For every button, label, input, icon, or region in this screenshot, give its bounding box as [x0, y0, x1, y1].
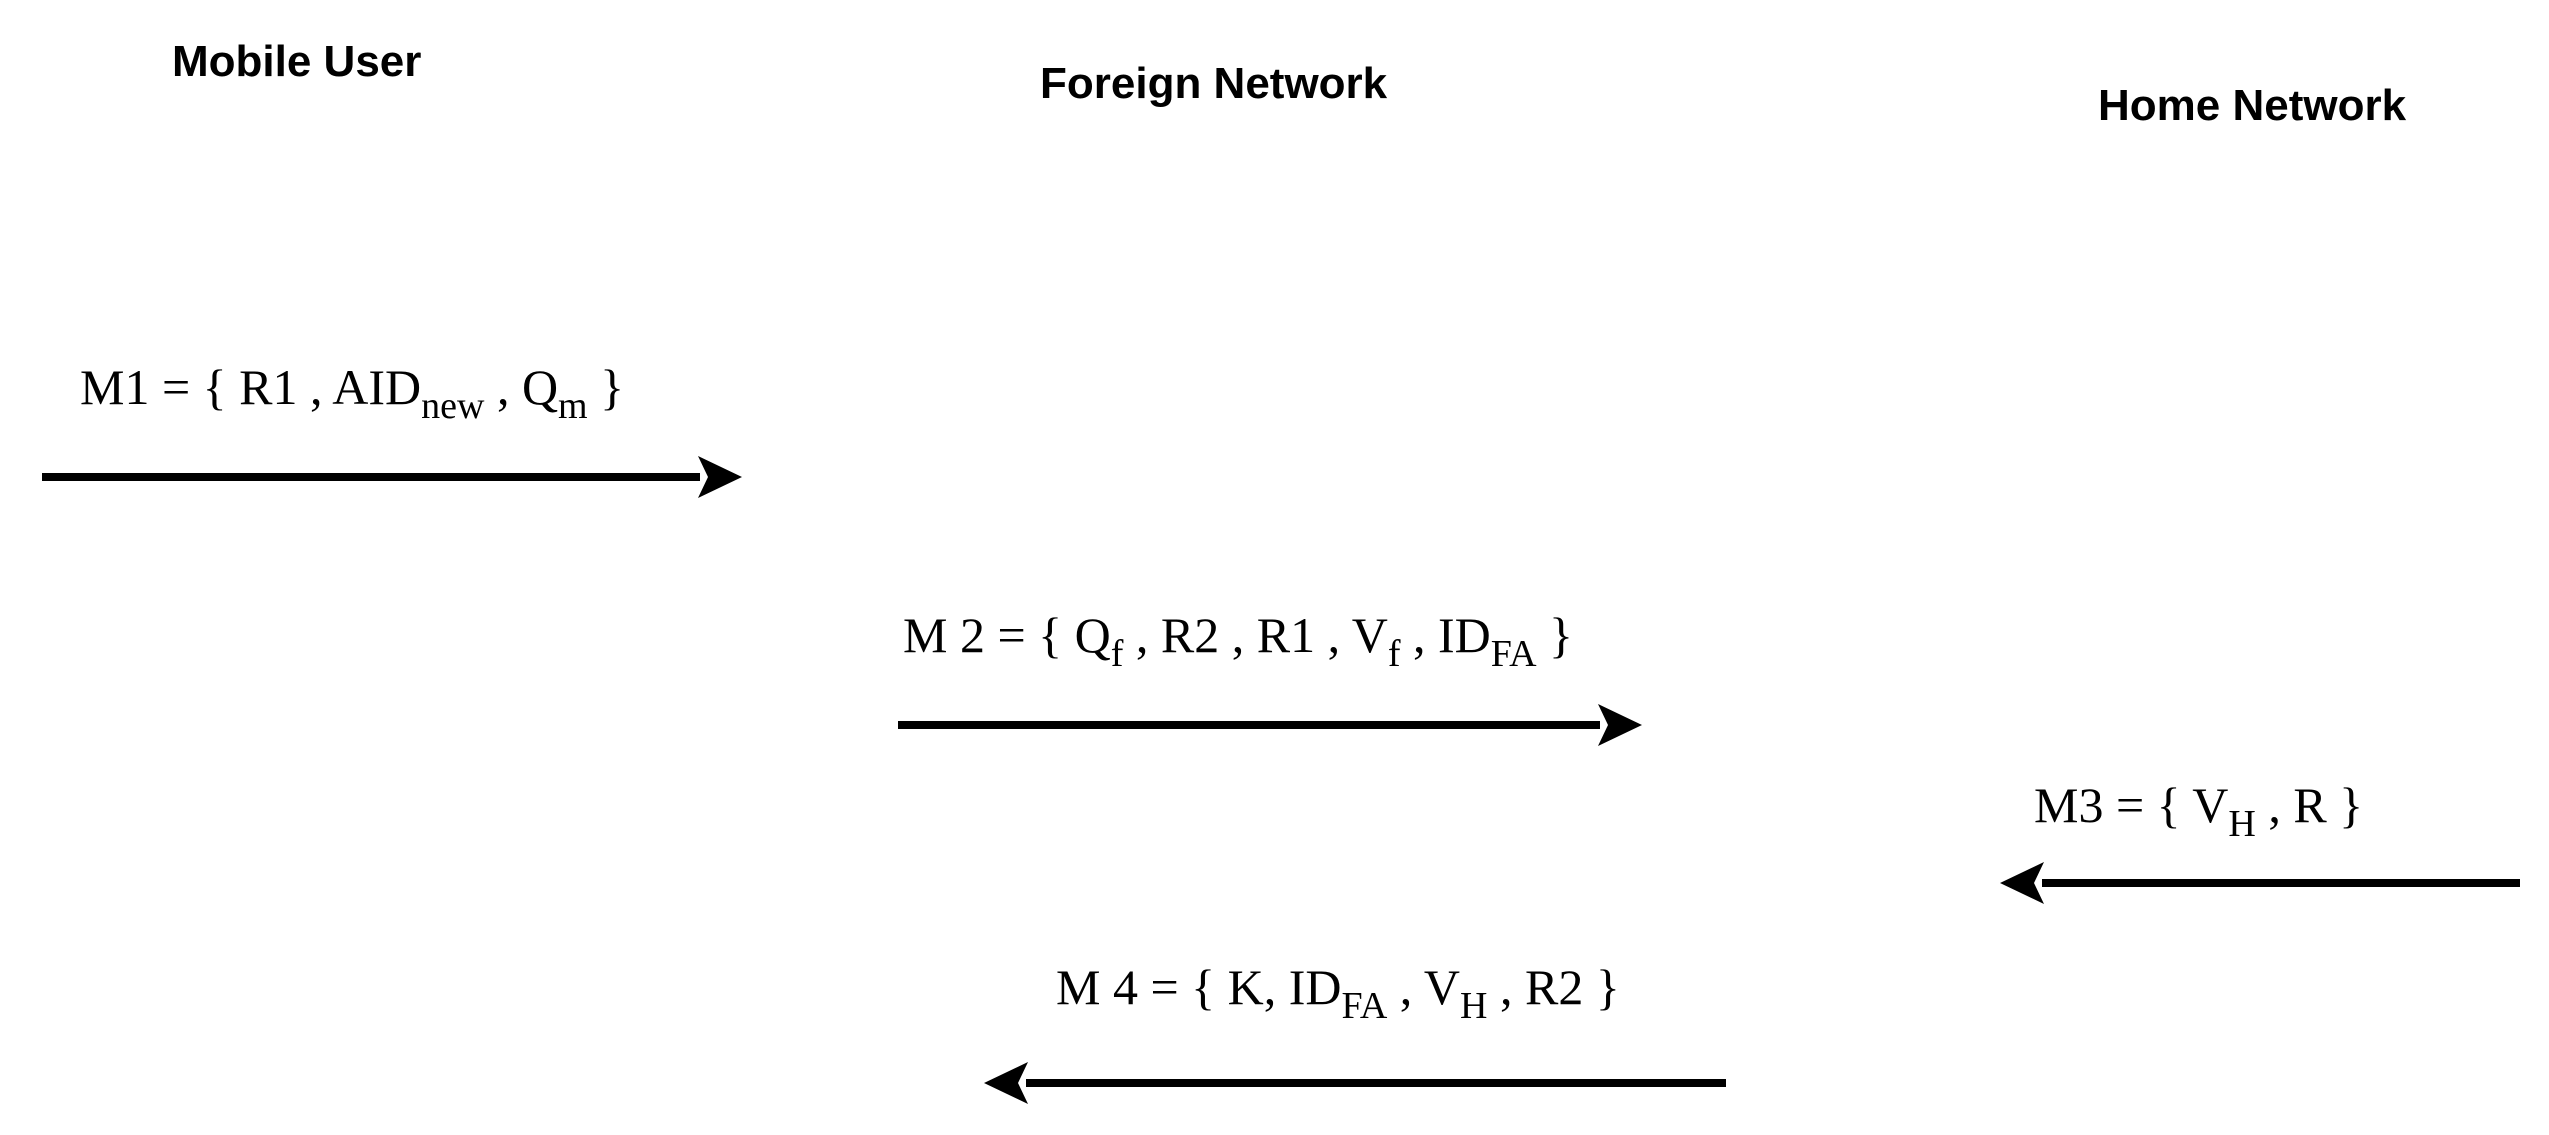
m1-sub-new: new [421, 385, 485, 427]
m2-text-mid1: , R2 , R1 , V [1123, 607, 1388, 663]
arrow-m2 [898, 704, 1642, 746]
arrow-m1 [42, 456, 742, 498]
m4-text-mid: , V [1387, 959, 1461, 1015]
m3-sub-h: H [2228, 803, 2256, 845]
m1-text-prefix: M1 = { R1 , AID [80, 359, 422, 415]
m2-text-suffix: } [1536, 607, 1574, 663]
m1-text-mid: , Q [484, 359, 559, 415]
message-m3-label: M3 = { VH , R } [2034, 777, 2364, 843]
entity-mobile-user: Mobile User [172, 37, 422, 86]
entity-home-network: Home Network [2098, 81, 2407, 130]
m2-sub-f1: f [1110, 633, 1124, 675]
message-m1-label: M1 = { R1 , AIDnew , Qm } [80, 359, 625, 425]
m1-text-suffix: } [587, 359, 625, 415]
message-m4-label: M 4 = { K, IDFA , VH , R2 } [1056, 959, 1620, 1025]
m2-text-prefix: M 2 = { Q [903, 607, 1111, 663]
arrow-m3 [2000, 862, 2520, 904]
m3-text-suffix: , R } [2255, 777, 2364, 833]
m2-sub-f2: f [1387, 633, 1401, 675]
entity-foreign-network: Foreign Network [1040, 59, 1388, 108]
m4-text-suffix: , R2 } [1487, 959, 1620, 1015]
m2-text-mid2: , ID [1400, 607, 1491, 663]
m4-text-prefix: M 4 = { K, ID [1056, 959, 1342, 1015]
message-m2-label: M 2 = { Qf , R2 , R1 , Vf , IDFA } [903, 607, 1574, 673]
m4-sub-h: H [1460, 985, 1488, 1027]
m4-sub-fa: FA [1341, 985, 1388, 1027]
arrow-m4 [984, 1062, 1726, 1104]
m3-text-prefix: M3 = { V [2034, 777, 2229, 833]
m1-sub-m: m [558, 385, 588, 427]
m2-sub-fa: FA [1490, 633, 1537, 675]
